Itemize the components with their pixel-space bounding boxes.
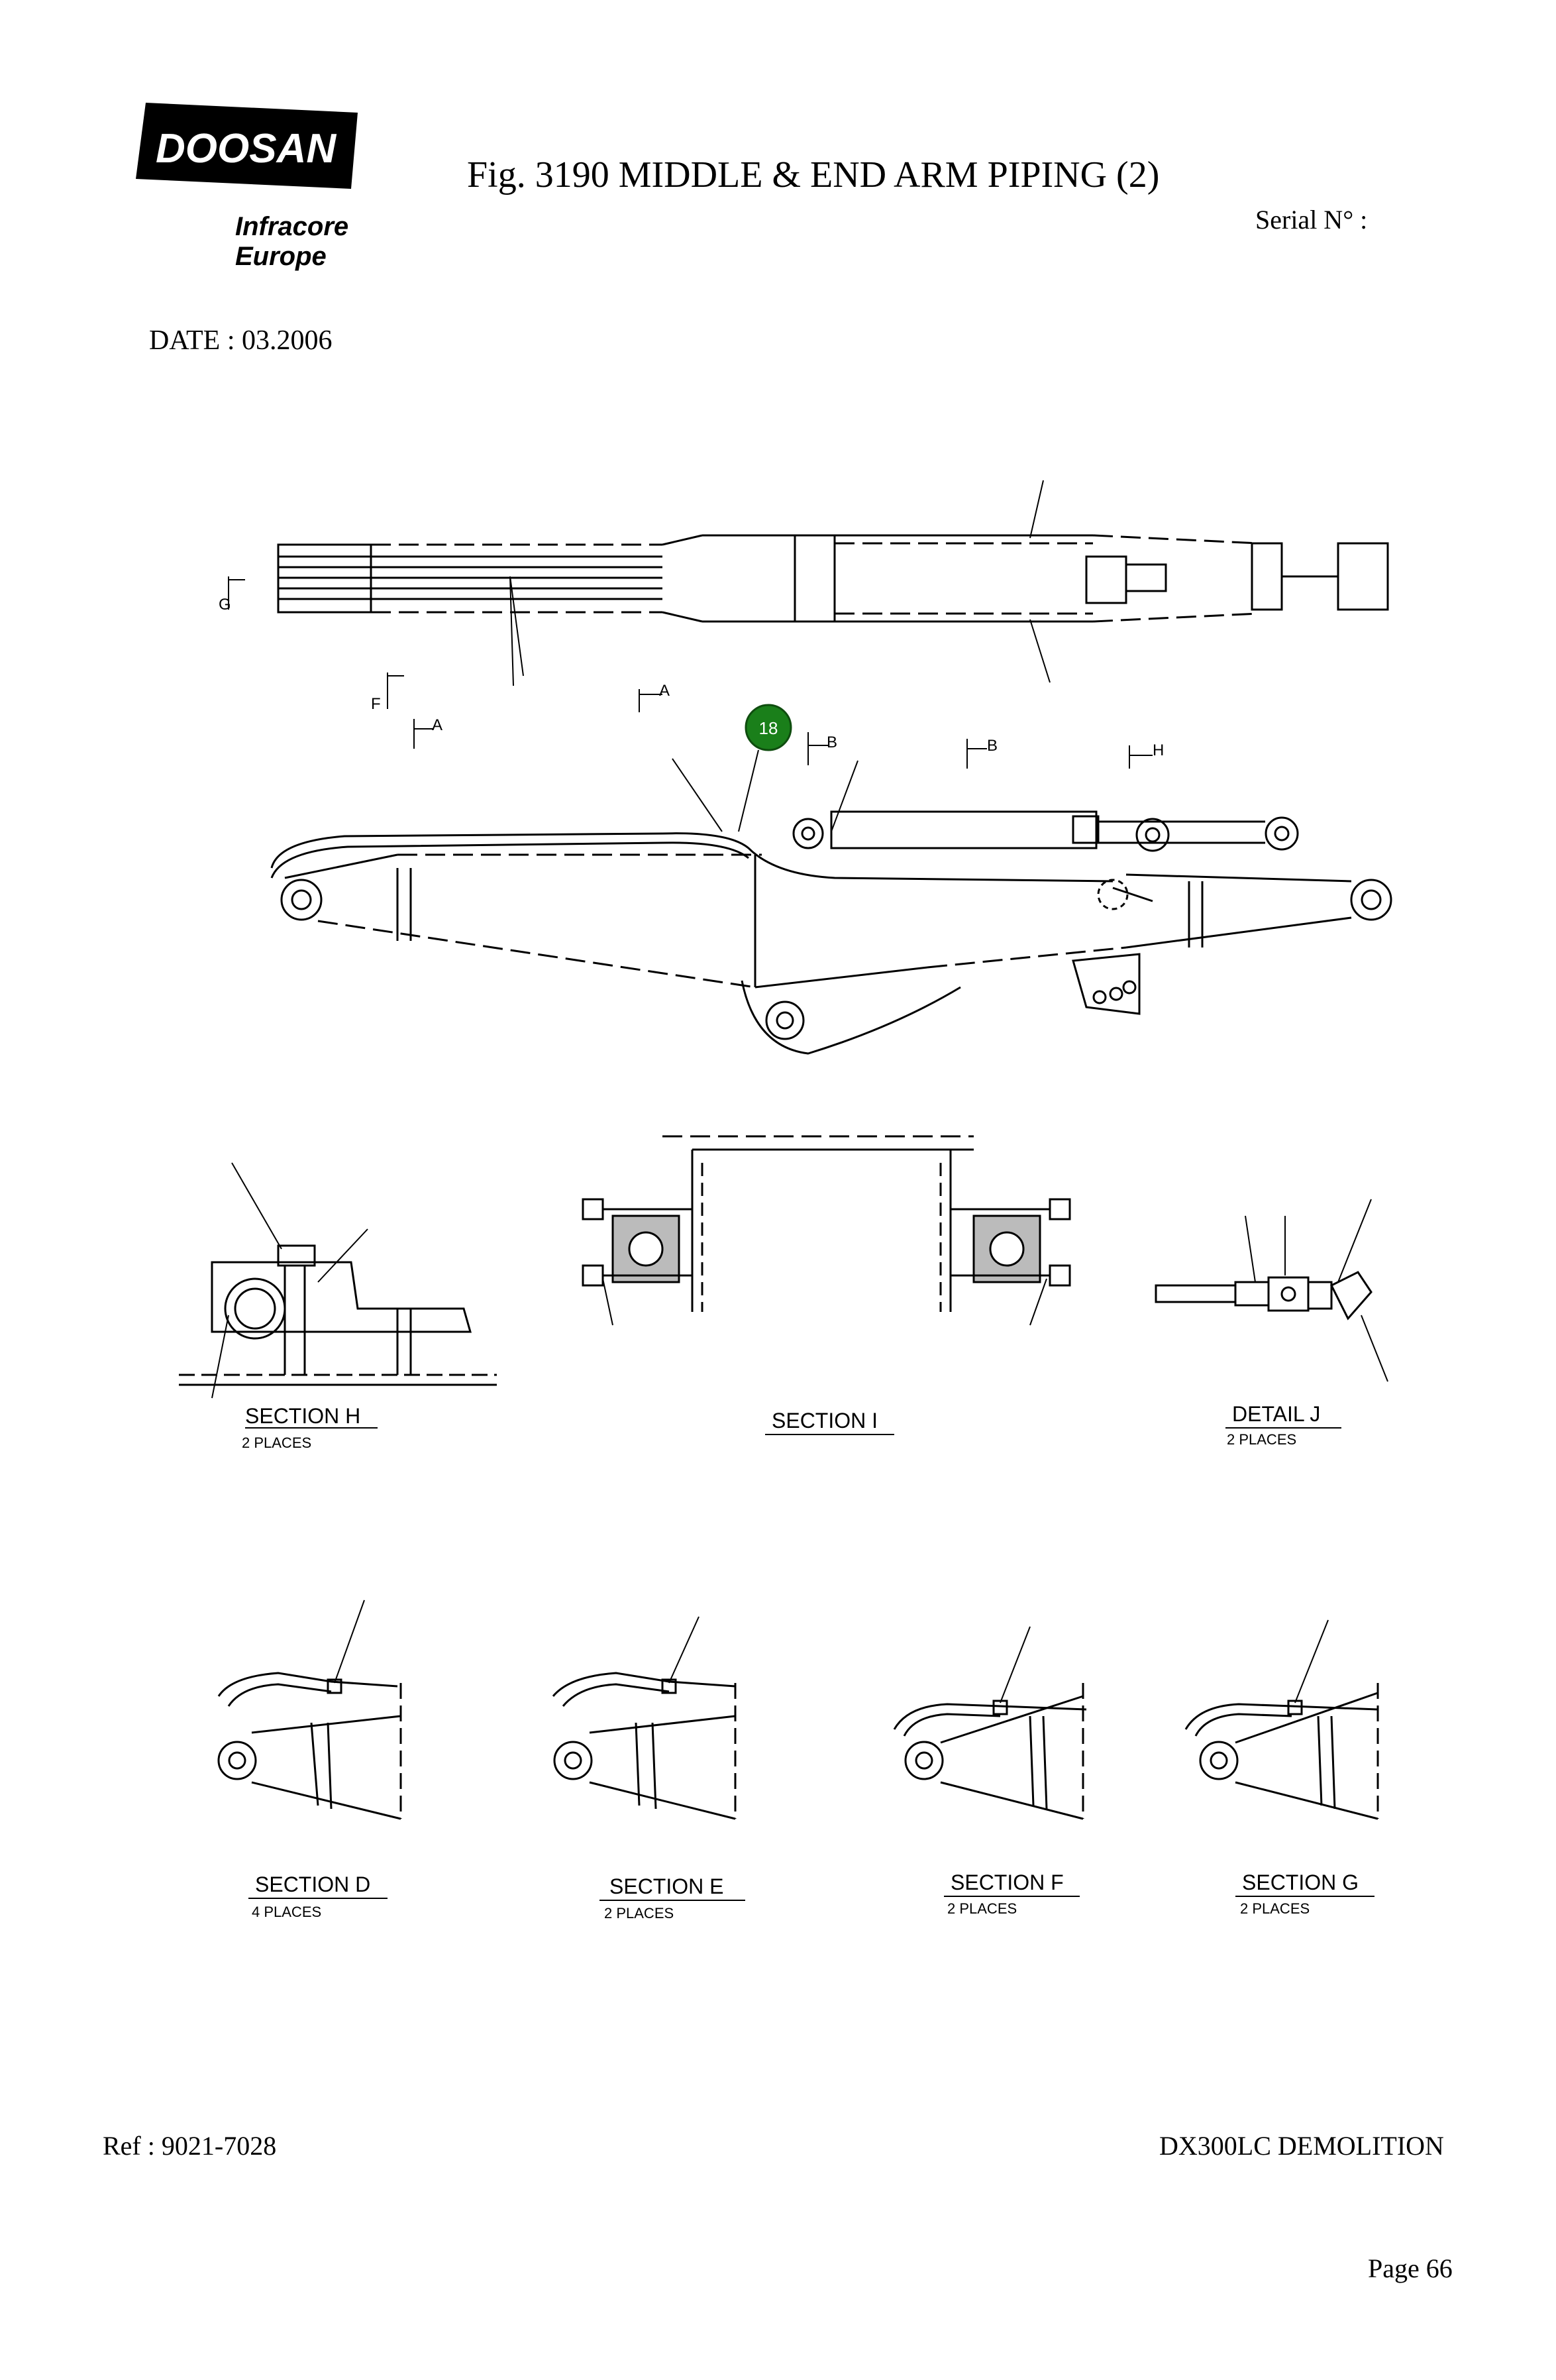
section-i-title: SECTION I — [772, 1409, 878, 1433]
section-d-title: SECTION D — [255, 1872, 370, 1896]
date-label: DATE : 03.2006 — [149, 325, 333, 356]
doosan-logo: DOOSAN Infracore Europe — [136, 103, 358, 271]
detail-j-view — [1155, 1199, 1388, 1429]
section-f-view — [893, 1626, 1087, 1897]
marker-G: G — [219, 596, 231, 614]
section-g-subtitle: 2 PLACES — [1240, 1900, 1310, 1917]
callout-18 — [672, 704, 858, 832]
logo-brand-text: DOOSAN — [156, 126, 337, 172]
marker-H: H — [1153, 741, 1164, 759]
marker-A1: A — [659, 682, 670, 700]
logo-banner — [136, 103, 358, 189]
section-f-subtitle: 2 PLACES — [947, 1900, 1017, 1917]
section-h-subtitle: 2 PLACES — [242, 1434, 311, 1451]
section-e-view — [552, 1616, 745, 1901]
section-f-title: SECTION F — [951, 1870, 1064, 1894]
marker-A2: A — [432, 716, 442, 734]
section-g-view — [1184, 1619, 1379, 1897]
section-markers — [228, 576, 1153, 769]
section-d-view — [217, 1599, 402, 1899]
reference-number: Ref : 9021-7028 — [103, 2131, 277, 2161]
logo-line1-text: Infracore — [235, 212, 348, 241]
page-number: Page 66 — [1368, 2253, 1453, 2283]
callout-18-number: 18 — [759, 718, 778, 738]
marker-F: F — [371, 695, 381, 713]
section-h-title: SECTION H — [245, 1404, 360, 1428]
figure-title: Fig. 3190 MIDDLE & END ARM PIPING (2) — [467, 154, 1160, 195]
side-view — [270, 810, 1392, 1055]
serial-label: Serial N° : — [1255, 205, 1368, 235]
logo-line2-text: Europe — [235, 242, 327, 271]
section-d-subtitle: 4 PLACES — [252, 1904, 321, 1920]
detail-j-title: DETAIL J — [1232, 1402, 1320, 1426]
section-e-subtitle: 2 PLACES — [604, 1905, 674, 1921]
section-e-title: SECTION E — [609, 1874, 723, 1898]
plan-view — [277, 480, 1389, 686]
section-i-view — [582, 1135, 1071, 1435]
model-name: DX300LC DEMOLITION — [1159, 2131, 1444, 2161]
marker-B1: B — [827, 733, 837, 751]
section-h-view — [179, 1162, 497, 1429]
detail-j-subtitle: 2 PLACES — [1227, 1431, 1296, 1448]
section-g-title: SECTION G — [1242, 1870, 1359, 1894]
marker-B2: B — [987, 737, 998, 755]
